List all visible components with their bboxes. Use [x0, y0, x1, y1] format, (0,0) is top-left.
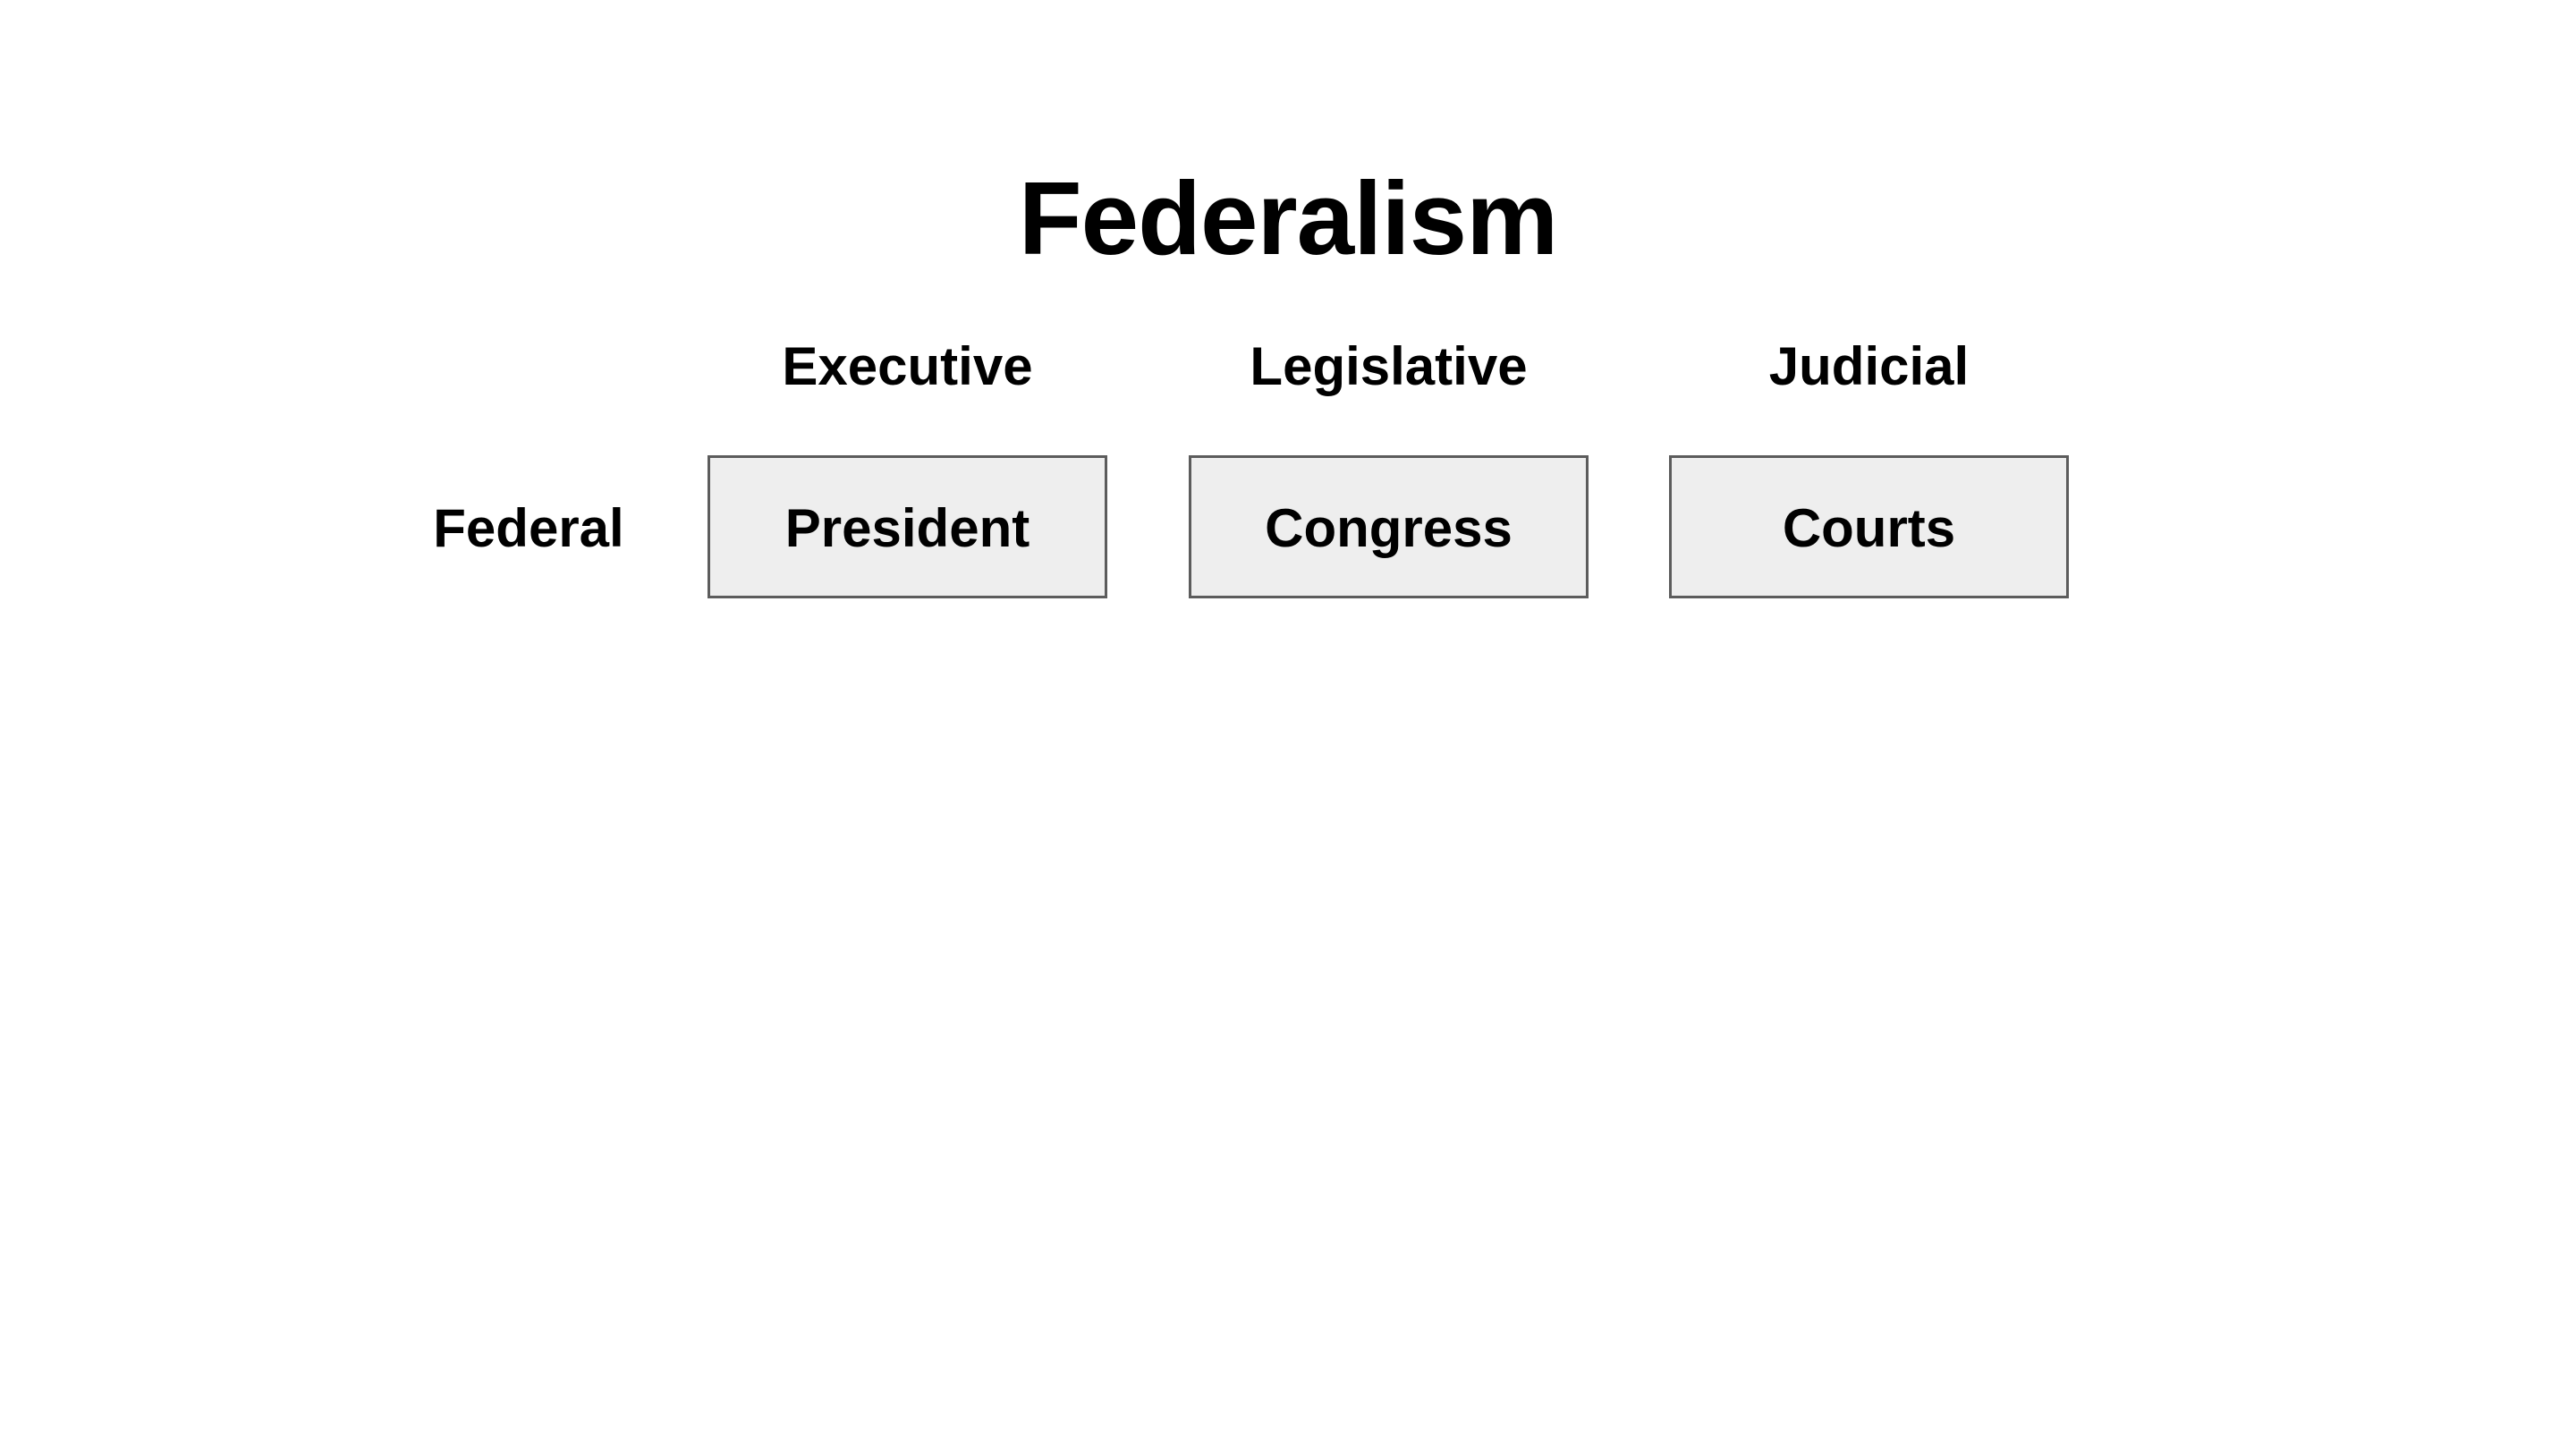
slide-title: Federalism — [1018, 160, 1559, 276]
box-congress: Congress — [1189, 455, 1589, 598]
box-label-congress: Congress — [1265, 498, 1513, 558]
column-header-legislative: Legislative — [1250, 336, 1528, 396]
column-header-executive: Executive — [782, 336, 1033, 396]
box-label-courts: Courts — [1782, 498, 1956, 558]
box-label-president: President — [784, 498, 1030, 558]
box-president: President — [708, 455, 1107, 598]
row-label-federal: Federal — [433, 498, 624, 558]
box-courts: Courts — [1669, 455, 2069, 598]
column-header-judicial: Judicial — [1768, 336, 1970, 396]
